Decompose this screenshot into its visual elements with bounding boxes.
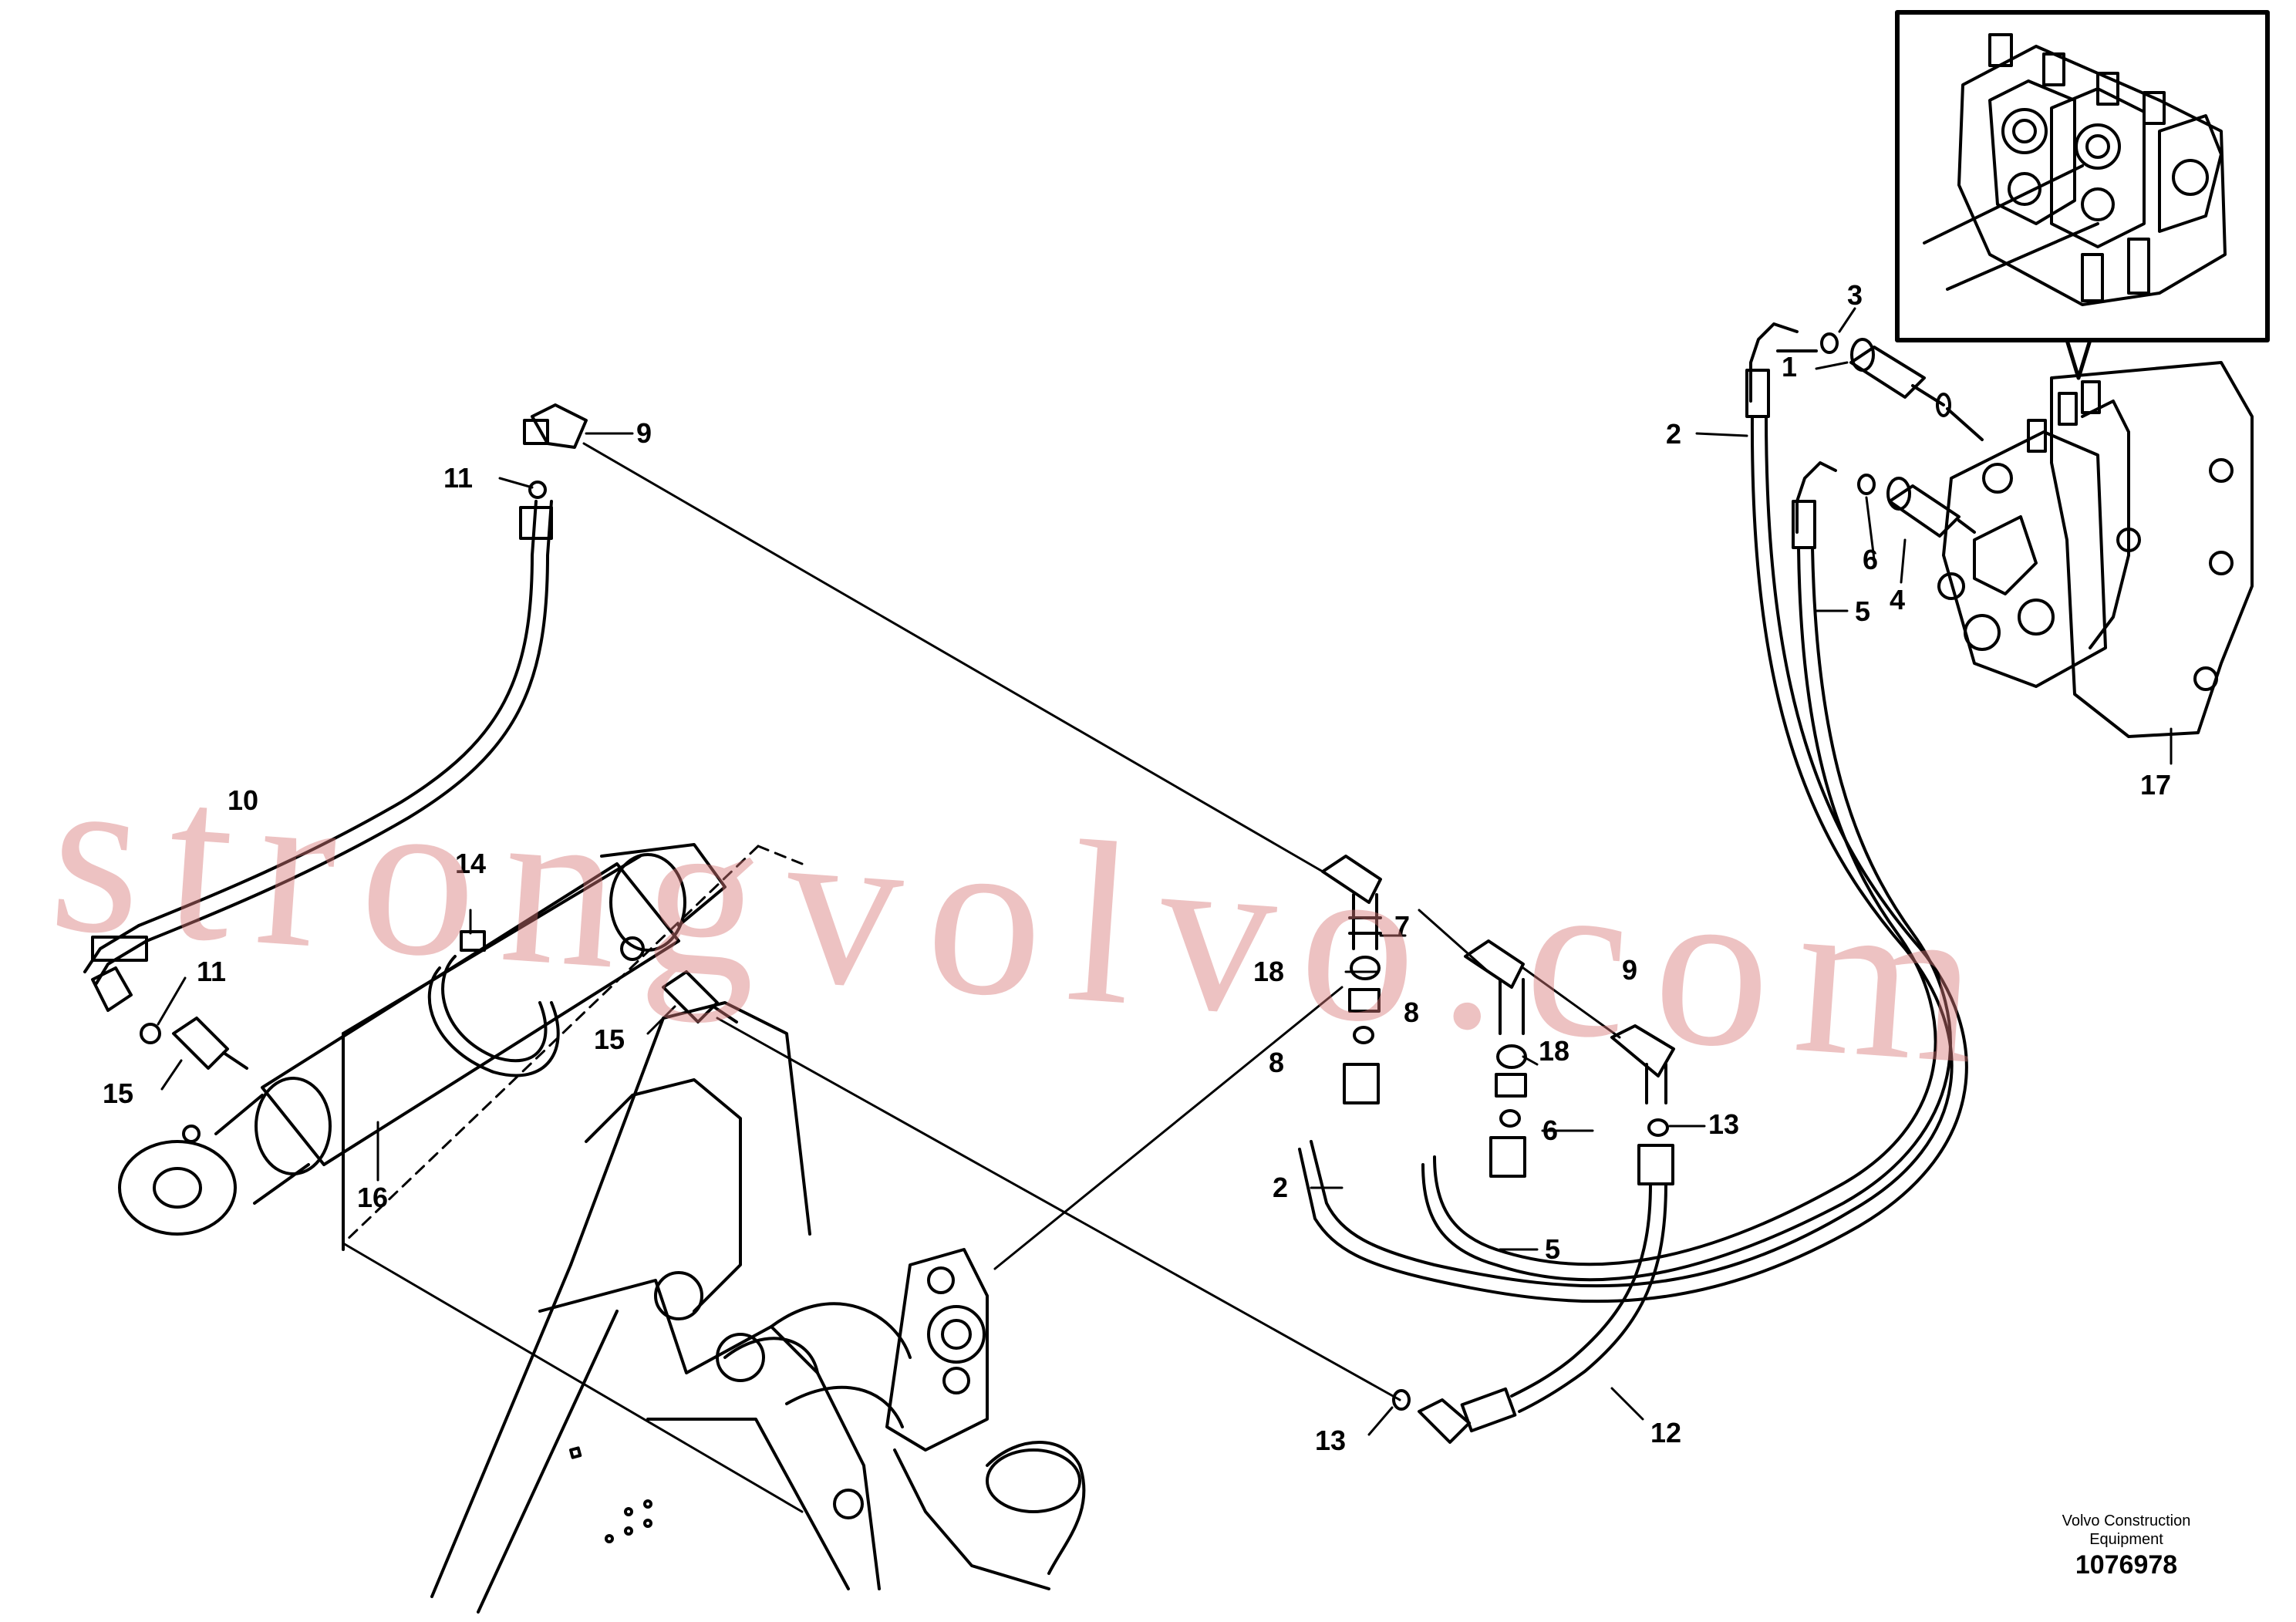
callout-15: 15 (103, 1077, 133, 1109)
seal-ring (1820, 332, 1839, 354)
callout-5: 5 (1545, 1233, 1560, 1265)
callout-15: 15 (594, 1023, 625, 1055)
elbow-fitting (1610, 1024, 1675, 1104)
callout-2: 2 (1273, 1172, 1288, 1203)
seal-ring (528, 481, 547, 499)
elbow-fitting (1321, 855, 1382, 950)
bleed-screw (662, 970, 738, 1023)
inset-detail-box (1895, 10, 2270, 380)
callout-12: 12 (1650, 1417, 1681, 1448)
control-valve-assembly (1937, 361, 2254, 738)
seal-ring (1350, 956, 1381, 980)
callout-9: 9 (636, 417, 652, 449)
seal-ring (1353, 1026, 1374, 1044)
callout-18: 18 (1253, 956, 1284, 987)
hose-clamp (427, 930, 560, 1077)
callout-8: 8 (1404, 996, 1419, 1028)
seal-ring (1392, 1389, 1411, 1411)
hose-12 (1418, 1182, 1667, 1444)
nut (1495, 1073, 1527, 1098)
callout-6: 6 (1863, 544, 1878, 575)
hose-10 (83, 403, 588, 1012)
callout-16: 16 (357, 1182, 388, 1213)
callout-13: 13 (1315, 1425, 1346, 1456)
callout-2: 2 (1666, 418, 1681, 450)
bleed-screw (172, 1017, 248, 1070)
callout-9: 9 (1622, 954, 1637, 986)
callout-11: 11 (443, 462, 473, 494)
hose-5 (1421, 461, 1952, 1282)
callout-11: 11 (197, 956, 226, 987)
hydraulic-cylinder (118, 843, 727, 1236)
connection-lines (342, 442, 1621, 1513)
seal-ring (1857, 474, 1876, 495)
callout-labels: 1 2 2 3 4 5 5 6 6 7 8 8 9 9 10 11 11 12 … (103, 279, 2171, 1456)
hose-end (1637, 1144, 1674, 1185)
callout-14: 14 (455, 848, 486, 879)
hose-2 (1298, 322, 1968, 1303)
callout-1: 1 (1782, 351, 1797, 383)
callout-8: 8 (1269, 1047, 1284, 1078)
drawing-number: 1076978 (2075, 1550, 2178, 1580)
nut (1348, 988, 1381, 1013)
seal-ring (1647, 1118, 1669, 1137)
callout-leaders (157, 307, 2173, 1436)
loader-frame (342, 855, 1086, 1614)
callout-7: 7 (1394, 910, 1410, 942)
callout-5: 5 (1855, 595, 1870, 627)
callout-17: 17 (2140, 769, 2171, 801)
seal-ring (1496, 1044, 1527, 1069)
callout-10: 10 (228, 784, 258, 816)
publisher-label: Volvo Construction Equipment (2026, 1512, 2227, 1549)
publisher-line-1: Volvo Construction (2062, 1512, 2191, 1529)
adapter-fitting (1886, 477, 1976, 538)
hose-end (1489, 1136, 1526, 1178)
check-valve-fitting (1849, 338, 1984, 441)
callout-18: 18 (1539, 1035, 1569, 1067)
seal-ring (140, 1023, 161, 1044)
callout-13: 13 (1708, 1108, 1739, 1140)
callout-4: 4 (1890, 584, 1905, 615)
publisher-line-2: Equipment (2089, 1531, 2163, 1548)
callout-3: 3 (1847, 279, 1863, 311)
callout-6: 6 (1542, 1114, 1558, 1146)
assembly-outline (342, 845, 804, 1245)
seal-ring (1499, 1109, 1521, 1128)
elbow-fitting (1464, 939, 1525, 1035)
hose-end (1343, 1063, 1380, 1104)
